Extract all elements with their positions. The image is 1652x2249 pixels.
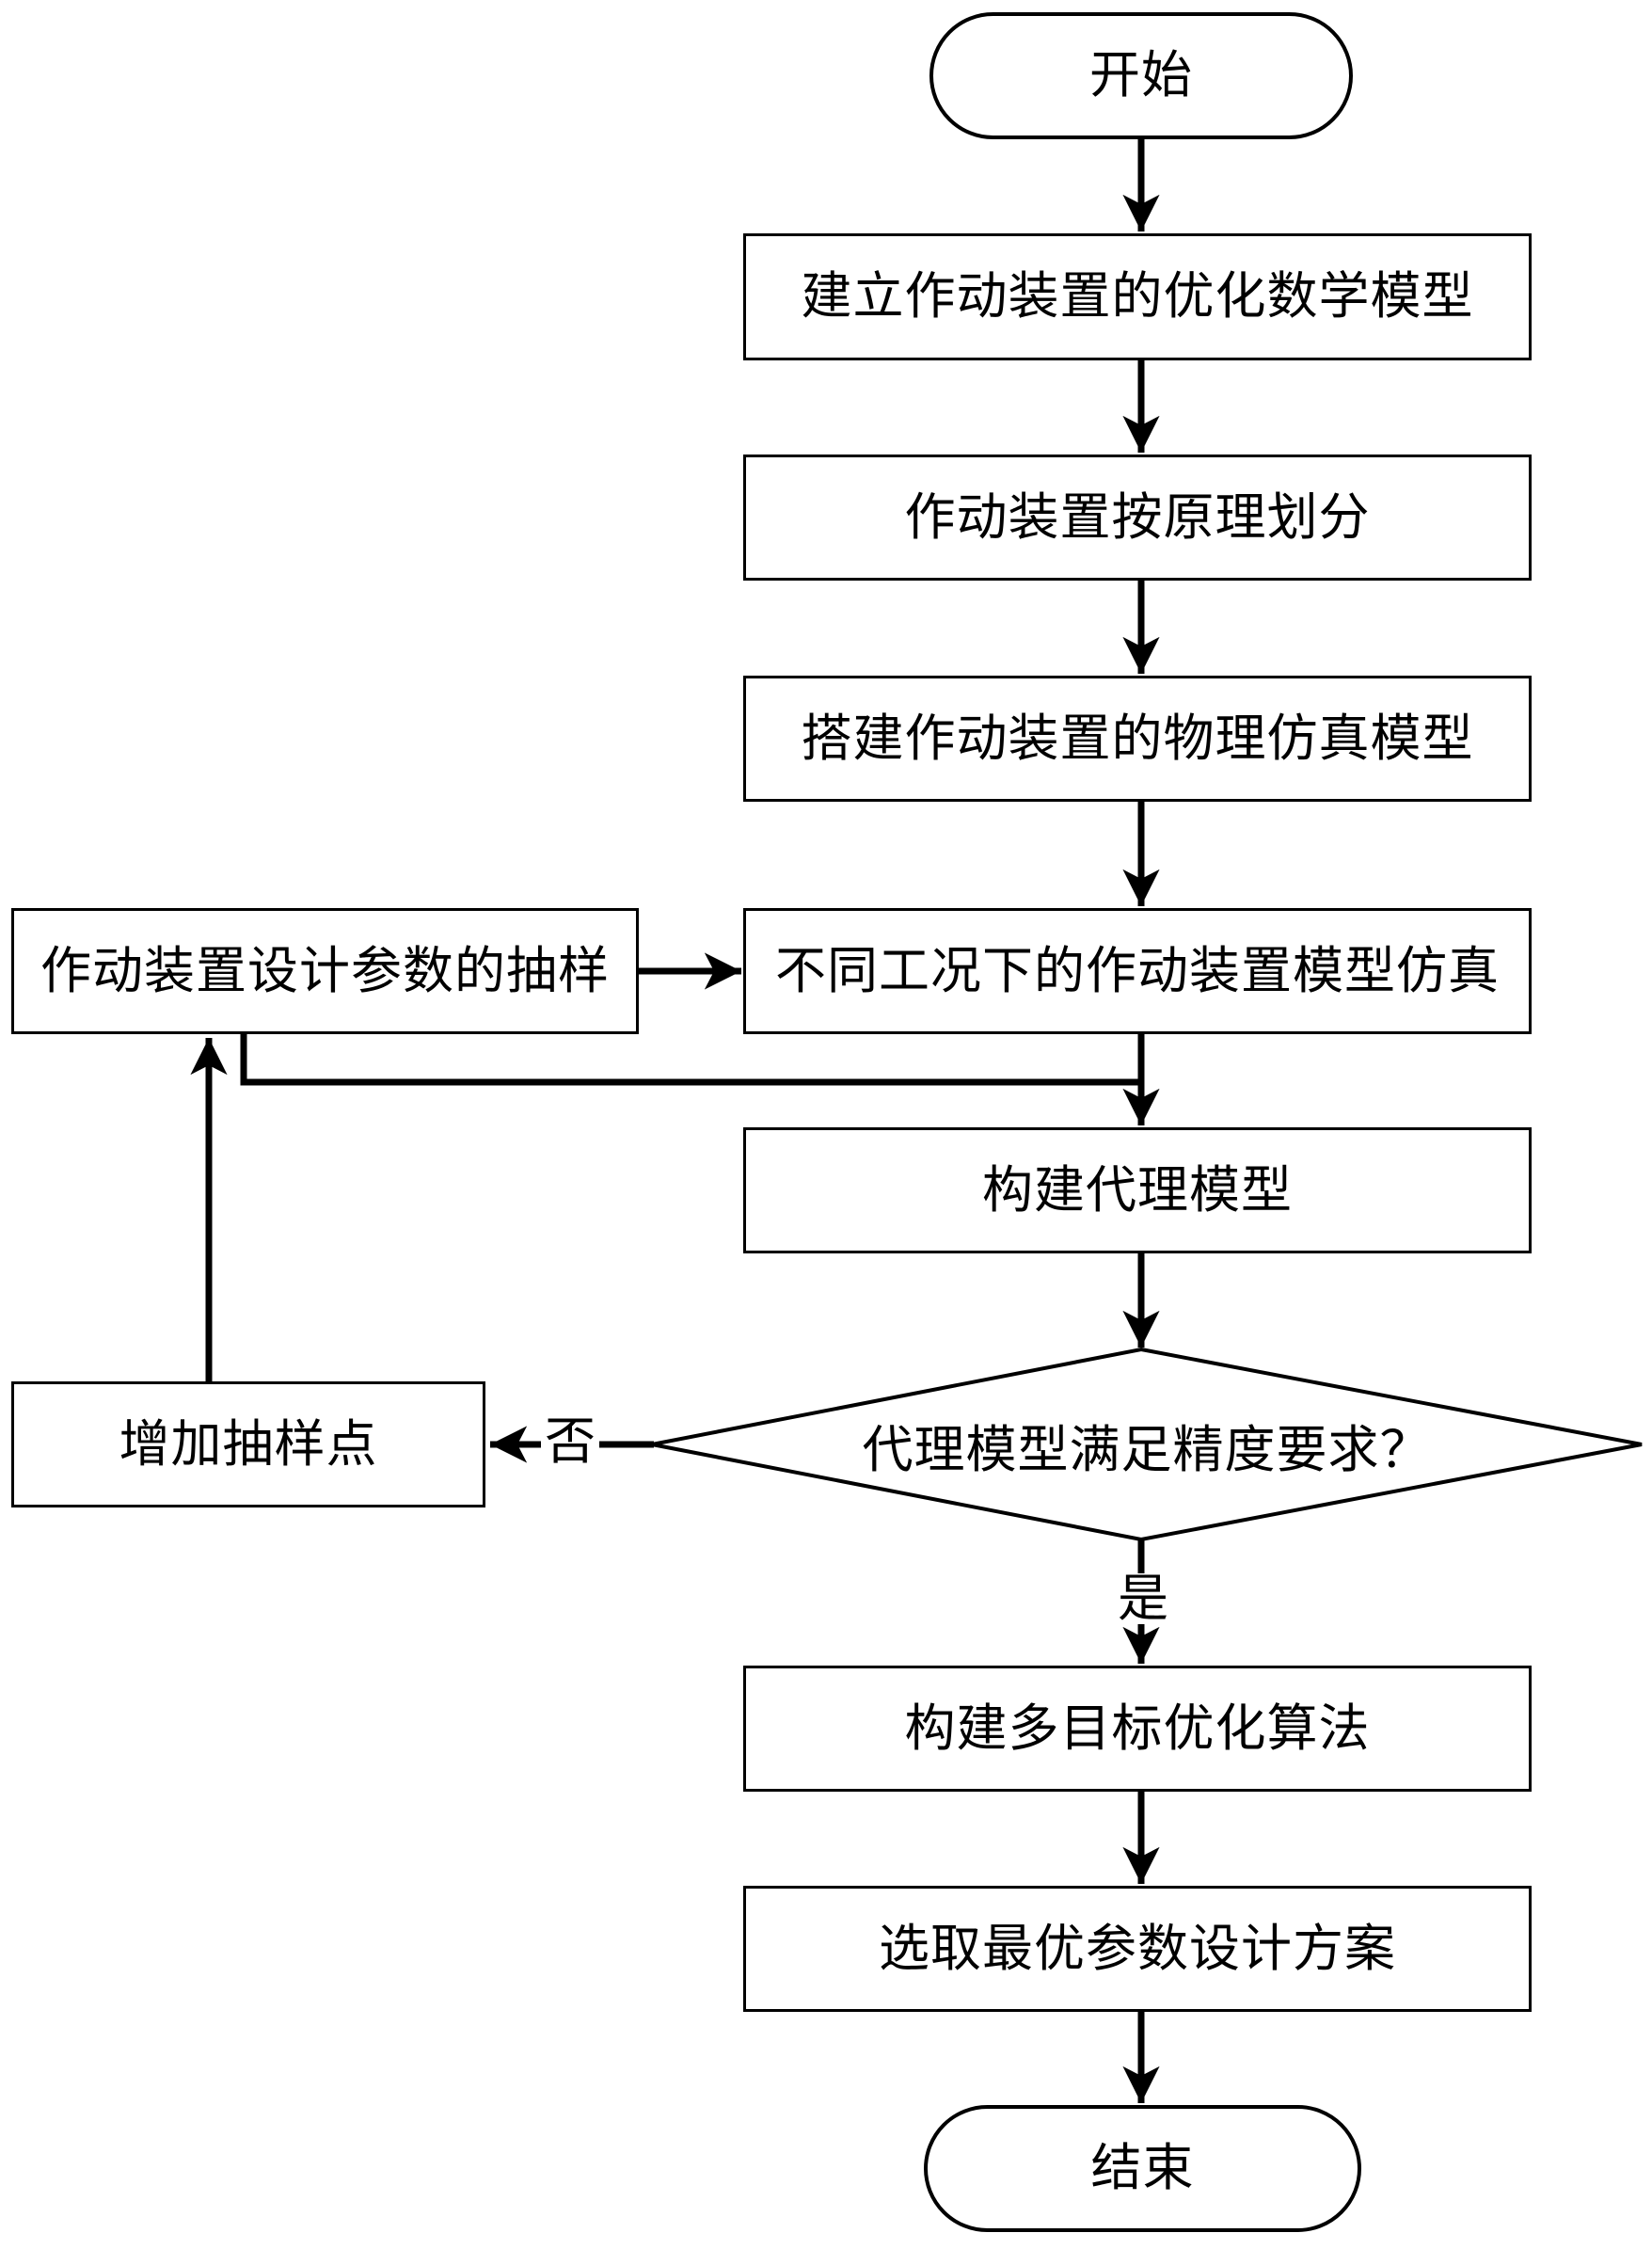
process-add-samples: 增加抽样点	[11, 1381, 485, 1507]
feedback-line-step4-to-sampling	[240, 1034, 1141, 1086]
end-terminator: 结束	[924, 2105, 1361, 2232]
process-sampling: 作动装置设计参数的抽样	[11, 908, 639, 1034]
process-divide-by-principle: 作动装置按原理划分	[743, 455, 1532, 581]
process-build-math-model: 建立作动装置的优化数学模型	[743, 233, 1532, 360]
process-sim-conditions: 不同工况下的作动装置模型仿真	[743, 908, 1532, 1034]
process-build-surrogate: 构建代理模型	[743, 1127, 1532, 1253]
process-build-physical-sim: 搭建作动装置的物理仿真模型	[743, 676, 1532, 802]
decision-accuracy-check: 代理模型满足精度要求？	[862, 1421, 1432, 1478]
process-build-moo: 构建多目标优化算法	[743, 1666, 1532, 1792]
edge-label-yes: 是	[1114, 1573, 1172, 1624]
process-select-best: 选取最优参数设计方案	[743, 1886, 1532, 2012]
edge-label-no: 否	[541, 1416, 599, 1467]
start-terminator: 开始	[929, 12, 1353, 139]
